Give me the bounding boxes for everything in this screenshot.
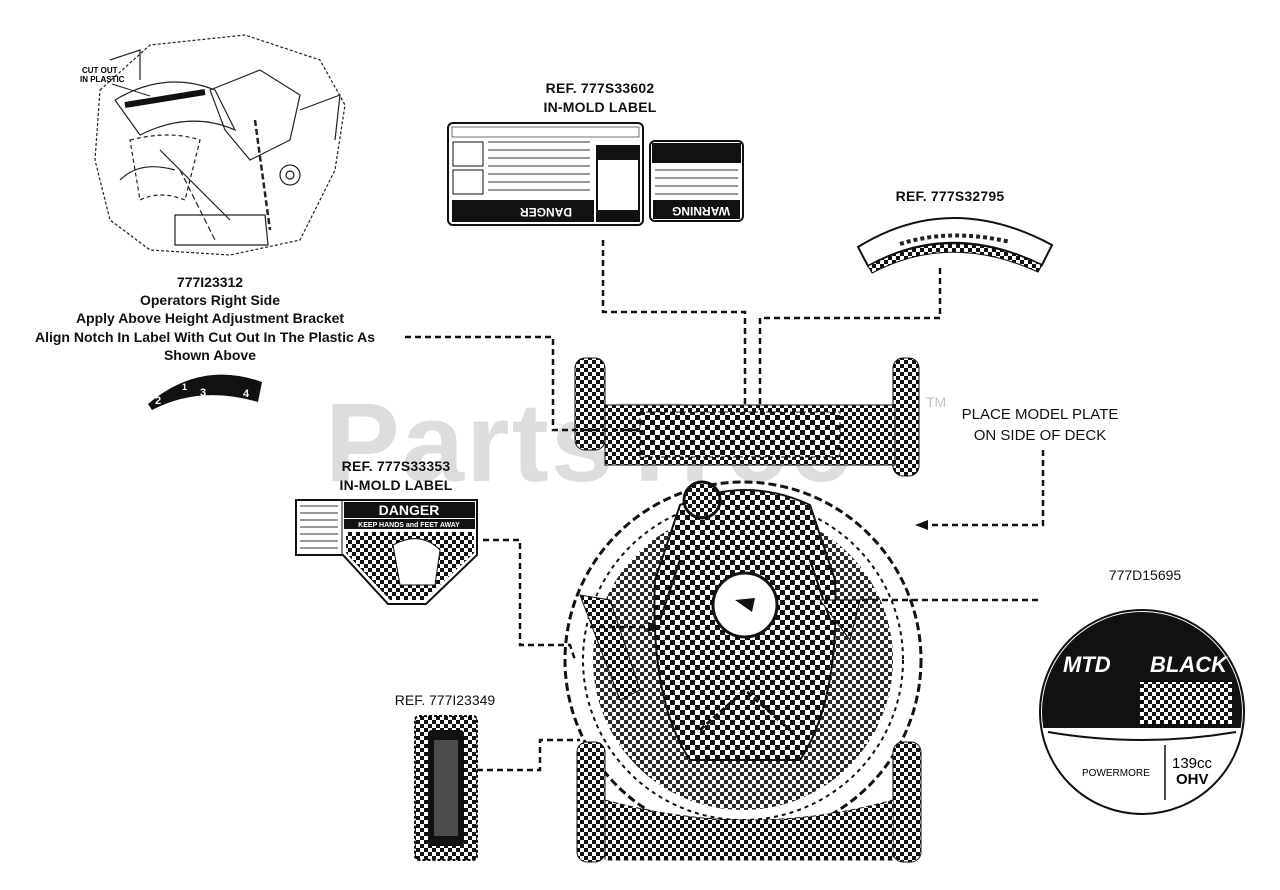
warning-left-title: DANGER xyxy=(520,205,572,219)
engine-displacement: 139cc xyxy=(1172,755,1213,772)
mid-ref-label: REF. 777S33353 xyxy=(341,458,451,474)
trademark-symbol: TM xyxy=(926,394,947,410)
height-num-4: 4 xyxy=(243,388,250,400)
arrow-head xyxy=(648,622,662,632)
mid-type-label: IN-MOLD LABEL xyxy=(339,477,453,493)
danger-subtitle: KEEP HANDS and FEET AWAY xyxy=(358,522,460,529)
engine-type: OHV xyxy=(1176,771,1209,788)
arc-ref-label: REF. 777S32795 xyxy=(895,188,1005,204)
danger-label-decal xyxy=(295,499,478,605)
warning-right-title: WARNING xyxy=(672,204,730,218)
danger-title: DANGER xyxy=(379,502,440,518)
right-part-number: 777D15695 xyxy=(1108,567,1182,583)
top-type-label: IN-MOLD LABEL xyxy=(543,99,657,115)
mower-body xyxy=(563,357,923,863)
model-plate-line2: ON SIDE OF DECK xyxy=(973,427,1107,444)
warning-label-decal xyxy=(447,122,744,226)
leader-lines xyxy=(405,240,1045,772)
engine-brand-mtd: MTD xyxy=(1063,652,1111,677)
left-instruction-2: Apply Above Height Adjustment Bracket xyxy=(75,310,345,326)
height-bracket-sketch xyxy=(94,34,346,256)
vertical-danger-decal xyxy=(414,715,478,861)
engine-decal xyxy=(1039,609,1245,815)
height-num-3: 3 xyxy=(200,387,206,399)
left-instruction-4: Shown Above xyxy=(163,347,257,363)
bottom-ref-label: REF. 777I23349 xyxy=(394,692,496,708)
left-instruction-3: Align Notch In Label With Cut Out In The… xyxy=(34,329,376,345)
left-instruction-1: Operators Right Side xyxy=(139,292,281,308)
cutout-text-2: IN PLASTIC xyxy=(80,75,125,84)
height-label-decal xyxy=(148,374,262,410)
height-num-2: 2 xyxy=(155,395,161,407)
model-plate-line1: PLACE MODEL PLATE xyxy=(961,406,1119,423)
engine-powermore: POWERMORE xyxy=(1082,768,1150,779)
left-part-number: 777I23312 xyxy=(176,274,244,290)
top-ref-label: REF. 777S33602 xyxy=(545,80,655,96)
arrow-head xyxy=(915,520,928,530)
engine-brand-black: BLACK xyxy=(1150,652,1229,677)
cutout-text-1: CUT OUT xyxy=(82,66,118,75)
arc-height-decal xyxy=(856,217,1054,274)
height-num-1: 1 xyxy=(182,382,187,392)
